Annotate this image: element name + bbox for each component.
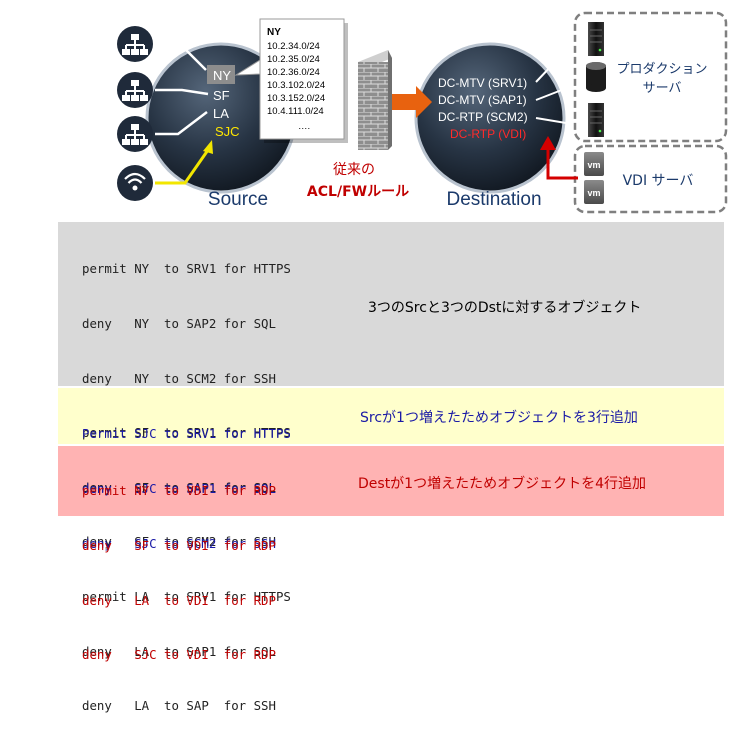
vm-icon: vm [584, 180, 604, 204]
firewall-label-line1: 従来の [333, 162, 375, 178]
vm-icon: vm [584, 152, 604, 176]
orange-flow-arrow [392, 86, 432, 118]
site-label-sf: SF [213, 88, 230, 103]
site-network-icon [117, 72, 153, 108]
site-label-sjc: SJC [215, 124, 240, 139]
site-label-la: LA [213, 106, 229, 121]
dst-added-rules-band [58, 446, 724, 516]
server-rack-icon [588, 103, 604, 137]
acl-rule: permit NY to SRV1 for HTTPS [82, 261, 291, 277]
dst-added-rules-list: permit NY to VDI for RDP deny SF to VDI … [82, 446, 276, 683]
production-server-label-line2: サーバ [643, 81, 682, 96]
connector-arrow [155, 42, 207, 71]
server-link-arrow [535, 85, 573, 101]
acl-rule: deny LA to SAP for SSH [82, 698, 276, 714]
base-rules-note: 3つのSrcと3つのDstに対するオブジェクト [368, 300, 642, 316]
destination-label: Destination [446, 189, 541, 210]
dst-added-note: Destが1つ増えたためオブジェクトを4行追加 [358, 476, 646, 492]
ny-highlight [207, 65, 235, 84]
server-link-arrow [535, 43, 573, 83]
source-label: Source [208, 189, 268, 210]
firewall-label-line2: ACL/FWルール [307, 184, 409, 200]
server-rack-icon [588, 22, 604, 56]
callout-ellipsis: …. [298, 121, 310, 132]
acl-rule: deny SF to SAP1 for SQL [82, 479, 276, 495]
site-network-icon [117, 26, 153, 62]
firewall-icon [358, 50, 392, 150]
callout-subnet: 10.3.102.0/24 [267, 80, 325, 91]
site-network-icon [117, 116, 153, 152]
acl-rule: permit NY to VDI for RDP [82, 483, 276, 499]
callout-subnet: 10.2.34.0/24 [267, 41, 320, 52]
connector-arrow [155, 88, 209, 96]
vdi-server-label: VDI サーバ [623, 173, 694, 189]
svg-text:vm: vm [587, 160, 600, 170]
database-icon [586, 62, 606, 92]
production-server-label-line1: プロダクション [616, 62, 707, 77]
server-link-arrow [535, 117, 573, 125]
callout-subnet: 10.2.36.0/24 [267, 67, 320, 78]
acl-rule: deny LA to VDI for RDP [82, 592, 276, 608]
subnet-callout: NY 10.2.34.0/24 10.2.35.0/24 10.2.36.0/2… [234, 18, 348, 143]
destination-target-vdi: DC-RTP (VDI) [450, 127, 526, 141]
svg-text:vm: vm [587, 188, 600, 198]
wifi-icon [117, 165, 153, 201]
sjc-connector-arrow [155, 149, 210, 185]
network-diagram: NY SF LA SJC NY 10.2.34.0/24 10.2.35.0/2… [117, 11, 728, 214]
acl-rule: deny SF to VDI for RDP [82, 538, 276, 553]
destination-target: DC-RTP (SCM2) [438, 110, 528, 124]
src-added-rules-band [58, 388, 724, 444]
acl-rule: deny NY to SCM2 for SSH [82, 370, 276, 386]
acl-rule: deny NY to SAP2 for SQL [82, 316, 276, 331]
callout-title: NY [267, 27, 281, 38]
callout-subnet: 10.3.152.0/24 [267, 93, 325, 104]
acl-rule: Permit SJC to SRV1 for HTTPS [82, 426, 291, 442]
destination-target: DC-MTV (SAP1) [438, 93, 527, 107]
src-added-note: Srcが1つ増えたためオブジェクトを3行追加 [360, 410, 638, 426]
acl-rule: permit SF to SRV1 for HTTPS [82, 425, 291, 441]
connector-arrow [155, 111, 208, 136]
site-label-ny: NY [213, 68, 231, 83]
base-rules-band [58, 222, 724, 386]
callout-subnet: 10.4.111.0/24 [267, 106, 324, 117]
acl-rule: deny SJC to SAP1 for SQL [82, 481, 276, 496]
acl-rule: deny SJC to VDI for RDP [82, 647, 276, 663]
production-server-group [573, 11, 728, 143]
callout-subnet: 10.2.35.0/24 [267, 54, 320, 65]
vdi-link-arrow [546, 148, 578, 180]
destination-target: DC-MTV (SRV1) [438, 76, 527, 90]
